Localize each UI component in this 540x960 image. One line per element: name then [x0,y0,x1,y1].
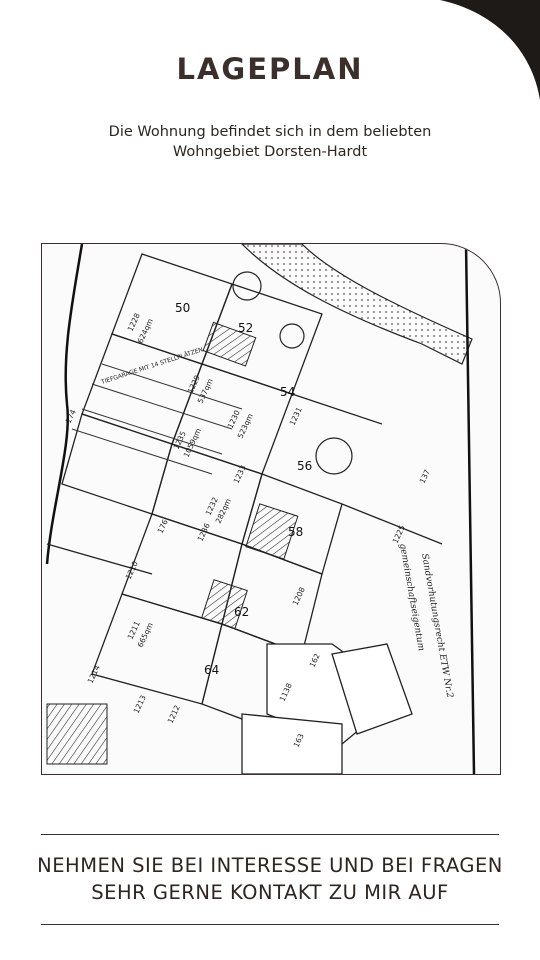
parcel-label: 1059qm [182,427,203,459]
parcel-label: 1208 [291,586,307,607]
page-subtitle: Die Wohnung befindet sich in dem beliebt… [0,122,540,162]
parcel-label: 1236 [196,522,212,543]
plot-number-58: 58 [288,525,303,539]
corner-decoration [440,0,540,100]
parcel-label: 1213 [132,694,148,715]
site-plan-image: 50 52 54 56 58 62 64 1228 624qm 1229 537… [41,243,501,775]
plot-number-52: 52 [238,321,253,335]
parcel-label: 1225 [391,524,407,545]
plot-number-54: 54 [280,385,295,399]
parcel-label: 1228 [126,312,142,333]
contact-callout: NEHMEN SIE BEI INTERESSE UND BEI FRAGEN … [0,852,540,906]
parcel-label: 1212 [166,704,182,725]
plot-number-50: 50 [175,301,190,315]
parcel-label: 1233 [232,464,248,485]
plot-number-62: 62 [234,605,249,619]
handwriting-note-1: Sandvorhutungsrecht ETW Nr.2 [419,553,454,699]
subtitle-line-2: Wohngebiet Dorsten-Hardt [172,144,368,160]
contact-line-1: NEHMEN SIE BEI INTERESSE UND BEI FRAGEN [37,854,503,877]
parcel-label: 174 [64,408,78,425]
contact-line-2: SEHR GERNE KONTAKT ZU MIR AUF [91,881,449,904]
parcel-label: 176 [156,518,170,535]
subtitle-line-1: Die Wohnung befindet sich in dem beliebt… [108,124,432,140]
site-plan-drawing: 50 52 54 56 58 62 64 1228 624qm 1229 537… [45,244,476,774]
divider-top [41,834,499,835]
divider-bottom [41,924,499,925]
plot-number-56: 56 [297,459,312,473]
parcel-label: 1214 [86,664,102,685]
parcel-label: 137 [418,468,432,485]
page-title: LAGEPLAN [176,52,364,86]
parcel-label: 1231 [288,406,304,427]
plot-number-64: 64 [204,663,219,677]
